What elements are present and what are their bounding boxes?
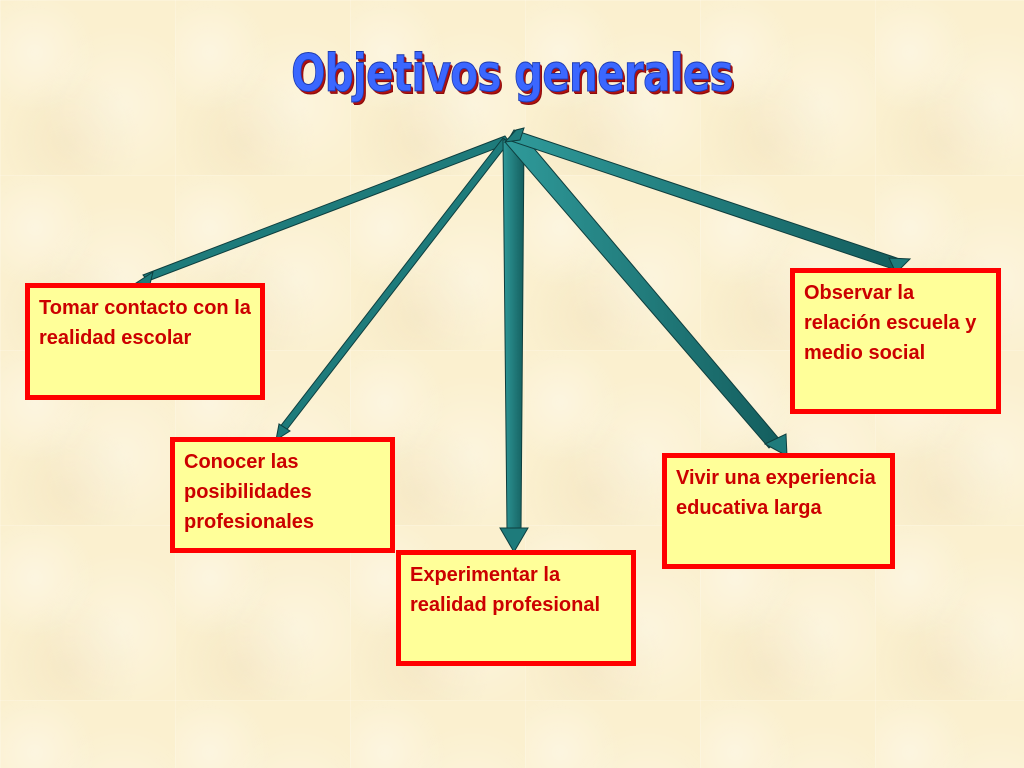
hub-arrowhead <box>503 127 525 143</box>
objective-box-observar-relacion: Observar la relación escuela y medio soc… <box>790 268 1001 414</box>
objective-box-tomar-contacto: Tomar contacto con la realidad escolar <box>25 283 265 400</box>
objective-box-vivir-experiencia: Vivir una experiencia educativa larga <box>662 453 895 569</box>
arrow-to-experimentar <box>499 139 529 553</box>
slide-title: Objetivos generales <box>291 44 734 104</box>
objective-box-experimentar-realidad: Experimentar la realidad profesional <box>396 550 636 666</box>
objective-box-conocer-posibilidades: Conocer las posibilidades profesionales <box>170 437 395 553</box>
